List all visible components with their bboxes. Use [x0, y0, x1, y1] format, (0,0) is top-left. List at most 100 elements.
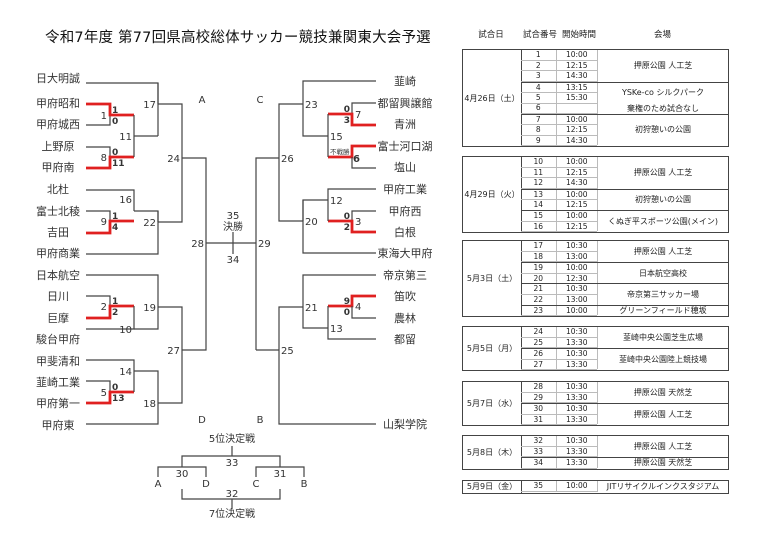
match-number: 11 [533, 167, 544, 177]
bracket-line [302, 274, 376, 307]
bracket-line [158, 306, 183, 350]
placement-bracket: 5位決定戦 33 30 31 A D C B 32 7位決定戦 [155, 432, 308, 520]
match-number: 30 [533, 404, 544, 414]
winner-line [86, 155, 134, 170]
start-time: 12:15 [555, 200, 597, 210]
match-number: 32 [226, 489, 239, 500]
bracket-line [86, 211, 159, 255]
match-number: 23 [533, 305, 544, 315]
start-time: 13:00 [555, 251, 597, 262]
winner-line [328, 112, 376, 127]
team-name: 笛吹 [394, 289, 416, 303]
venue: 初狩憩いの公園 [597, 189, 728, 210]
venue: YSKe-co シルクパーク [597, 82, 728, 103]
match-number: 15 [533, 211, 544, 220]
match-number: 20 [305, 217, 318, 228]
match-number: 4 [535, 82, 541, 92]
match-date: 5月5日（月） [463, 327, 522, 371]
match-number: 29 [258, 239, 271, 250]
match-number: 32 [533, 436, 544, 445]
bracket-line [182, 157, 207, 243]
match-date: 5月9日（金） [463, 481, 522, 493]
match-number: 17 [533, 241, 544, 250]
match-number: 13 [533, 189, 544, 199]
match-number: 28 [191, 239, 204, 250]
match-number: 19 [143, 303, 156, 314]
match-date: 4月29日（火） [463, 157, 522, 233]
start-time: 14:30 [555, 135, 597, 146]
winner-line [328, 294, 376, 308]
team-name: 日川 [47, 290, 69, 303]
team-name: 巨摩 [47, 311, 69, 325]
bracket-line [181, 489, 281, 500]
match-number: 10 [533, 157, 544, 166]
start-time: 13:30 [555, 359, 597, 370]
winner-line [328, 219, 376, 234]
start-time: 13:15 [555, 82, 597, 93]
final-label: 決勝 [223, 220, 243, 233]
venue: 棄権のため試合なし [597, 103, 728, 114]
start-time: 10:30 [555, 349, 597, 359]
team-name: 塩山 [394, 160, 416, 174]
bracket-line [158, 350, 183, 404]
start-time: 10:00 [555, 50, 597, 60]
match-date: 5月8日（木） [463, 436, 522, 469]
seventh-place-label: 7位決定戦 [209, 507, 255, 520]
team-name: 甲府第一 [36, 396, 80, 410]
start-time: 15:30 [555, 93, 597, 103]
start-time: 10:30 [555, 404, 597, 414]
team-name: 青洲 [394, 118, 416, 131]
start-time: 12:30 [555, 273, 597, 284]
match-number: 9 [535, 135, 541, 145]
schedule-row: 6 [521, 103, 597, 114]
team-name: 吉田 [47, 226, 69, 239]
start-time: 10:00 [555, 157, 597, 167]
team-name: 都留興譲館 [378, 96, 433, 110]
start-time: 12:15 [555, 167, 597, 178]
bracket-line [181, 455, 281, 467]
start-time: 13:30 [555, 337, 597, 348]
start-time: 13:30 [555, 392, 597, 403]
winner-line [86, 390, 134, 405]
bracket-line [351, 306, 376, 319]
match-number: 15 [330, 132, 343, 143]
team-name: 北杜 [47, 182, 69, 196]
start-time [555, 103, 597, 113]
score: 0 [112, 117, 118, 127]
match-number: 22 [533, 294, 544, 304]
match-number: 14 [533, 200, 544, 210]
score: 1 [112, 212, 118, 222]
header-venue: 会場 [653, 30, 671, 40]
match-numbers: 1 8 9 2 5 11 16 10 14 17 22 19 18 24 27 … [101, 100, 362, 410]
start-time: 10:30 [555, 327, 597, 337]
team-name: 富士北稜 [36, 204, 80, 218]
fifth-place-label: 5位決定戦 [209, 432, 255, 445]
venue: JITリサイクルインクスタジアム [597, 481, 728, 492]
match-number: 5 [535, 93, 541, 103]
bracket-line [158, 158, 183, 223]
block-label-b: B [257, 415, 264, 426]
score: 0 [344, 308, 350, 318]
match-date: 4月26日（土） [463, 50, 522, 147]
venue: 押原公園 人工芝 [597, 50, 728, 82]
bracket-line [351, 210, 376, 221]
score: 9 [344, 297, 350, 307]
